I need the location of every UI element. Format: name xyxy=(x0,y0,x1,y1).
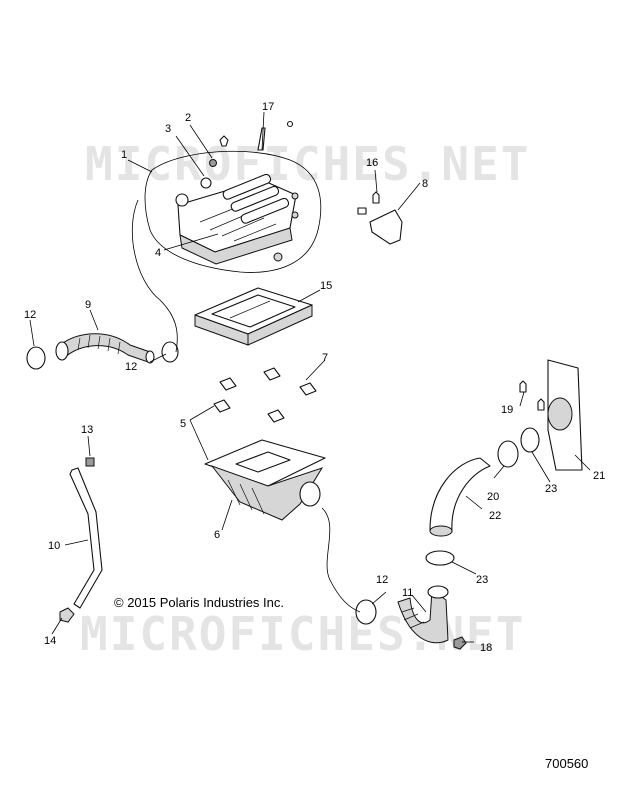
callout-10: 10 xyxy=(48,540,60,552)
clamp-20 xyxy=(497,440,519,468)
clip-7b xyxy=(263,367,281,381)
clamp-23b xyxy=(425,550,455,566)
callout-2: 2 xyxy=(185,112,191,124)
drain-tube-10 xyxy=(69,467,103,609)
nut-c xyxy=(273,252,283,262)
hose-clamp-12a xyxy=(26,346,46,370)
callout-13: 13 xyxy=(81,424,93,436)
air-box-cover xyxy=(175,173,297,265)
callout-15: 15 xyxy=(320,280,332,292)
cover-assembly-outline xyxy=(144,150,322,273)
leader-lines xyxy=(29,111,591,643)
document-number: 700560 xyxy=(545,756,589,771)
clamp-23a xyxy=(520,427,540,453)
clip-7a xyxy=(219,377,237,391)
screw-16 xyxy=(372,191,380,204)
fitting-14 xyxy=(59,607,75,623)
grommet-3 xyxy=(200,177,212,189)
callout-4: 4 xyxy=(155,247,161,259)
callout-7: 7 xyxy=(322,352,328,364)
callout-6: 6 xyxy=(214,529,220,541)
callout-11: 11 xyxy=(402,587,413,599)
callout-5: 5 xyxy=(180,418,186,430)
nut-b xyxy=(291,211,299,219)
air-filter-15 xyxy=(194,287,313,346)
callout-18: 18 xyxy=(480,642,492,654)
callout-14: 14 xyxy=(44,635,56,647)
cable-lower xyxy=(321,507,361,613)
callout-12b: 12 xyxy=(125,361,137,373)
clip-5b xyxy=(267,409,285,423)
clip-small xyxy=(357,207,367,215)
bracket-8 xyxy=(369,209,403,245)
end-plate-21 xyxy=(547,359,583,471)
fastener-2 xyxy=(209,159,217,167)
callout-3: 3 xyxy=(165,123,171,135)
callout-8: 8 xyxy=(422,178,428,190)
callout-17: 17 xyxy=(262,101,274,113)
hose-clamp-12b xyxy=(161,341,179,363)
callout-23a: 23 xyxy=(545,483,557,495)
hose-clamp-12c xyxy=(355,599,377,625)
callout-22: 22 xyxy=(489,510,501,522)
clip-7c xyxy=(299,382,317,396)
pin-head xyxy=(219,135,229,147)
boot-11 xyxy=(397,585,449,644)
elbow-hose-22 xyxy=(429,457,491,533)
elbow-hose-22-end xyxy=(429,525,453,537)
callout-16: 16 xyxy=(366,157,378,169)
callout-23b: 23 xyxy=(476,574,488,586)
clip-13 xyxy=(85,457,95,467)
callouts: 1 2 3 4 5 6 7 8 9 10 11 12 12 12 13 14 1… xyxy=(24,101,605,654)
air-box-base-6 xyxy=(204,439,326,521)
callout-9: 9 xyxy=(85,299,91,311)
cable-upper xyxy=(131,199,178,353)
copyright-notice: © 2015 Polaris Industries Inc. xyxy=(114,595,284,610)
clip-5a xyxy=(213,399,231,413)
nut-a xyxy=(291,192,299,200)
callout-21: 21 xyxy=(593,470,605,482)
callout-12c: 12 xyxy=(376,574,388,586)
callout-19: 19 xyxy=(501,404,513,416)
screw-small xyxy=(286,120,294,128)
fitting-18 xyxy=(453,636,467,650)
callout-20: 20 xyxy=(487,491,499,503)
screw-19a xyxy=(519,380,527,393)
callout-1: 1 xyxy=(121,149,127,161)
callout-12a: 12 xyxy=(24,309,36,321)
watermark-top: MICROFICHES.NET xyxy=(85,137,530,191)
intake-duct-9 xyxy=(55,333,155,364)
watermark-bottom: MICROFICHES.NET xyxy=(80,607,525,661)
screw-19b xyxy=(537,398,545,411)
